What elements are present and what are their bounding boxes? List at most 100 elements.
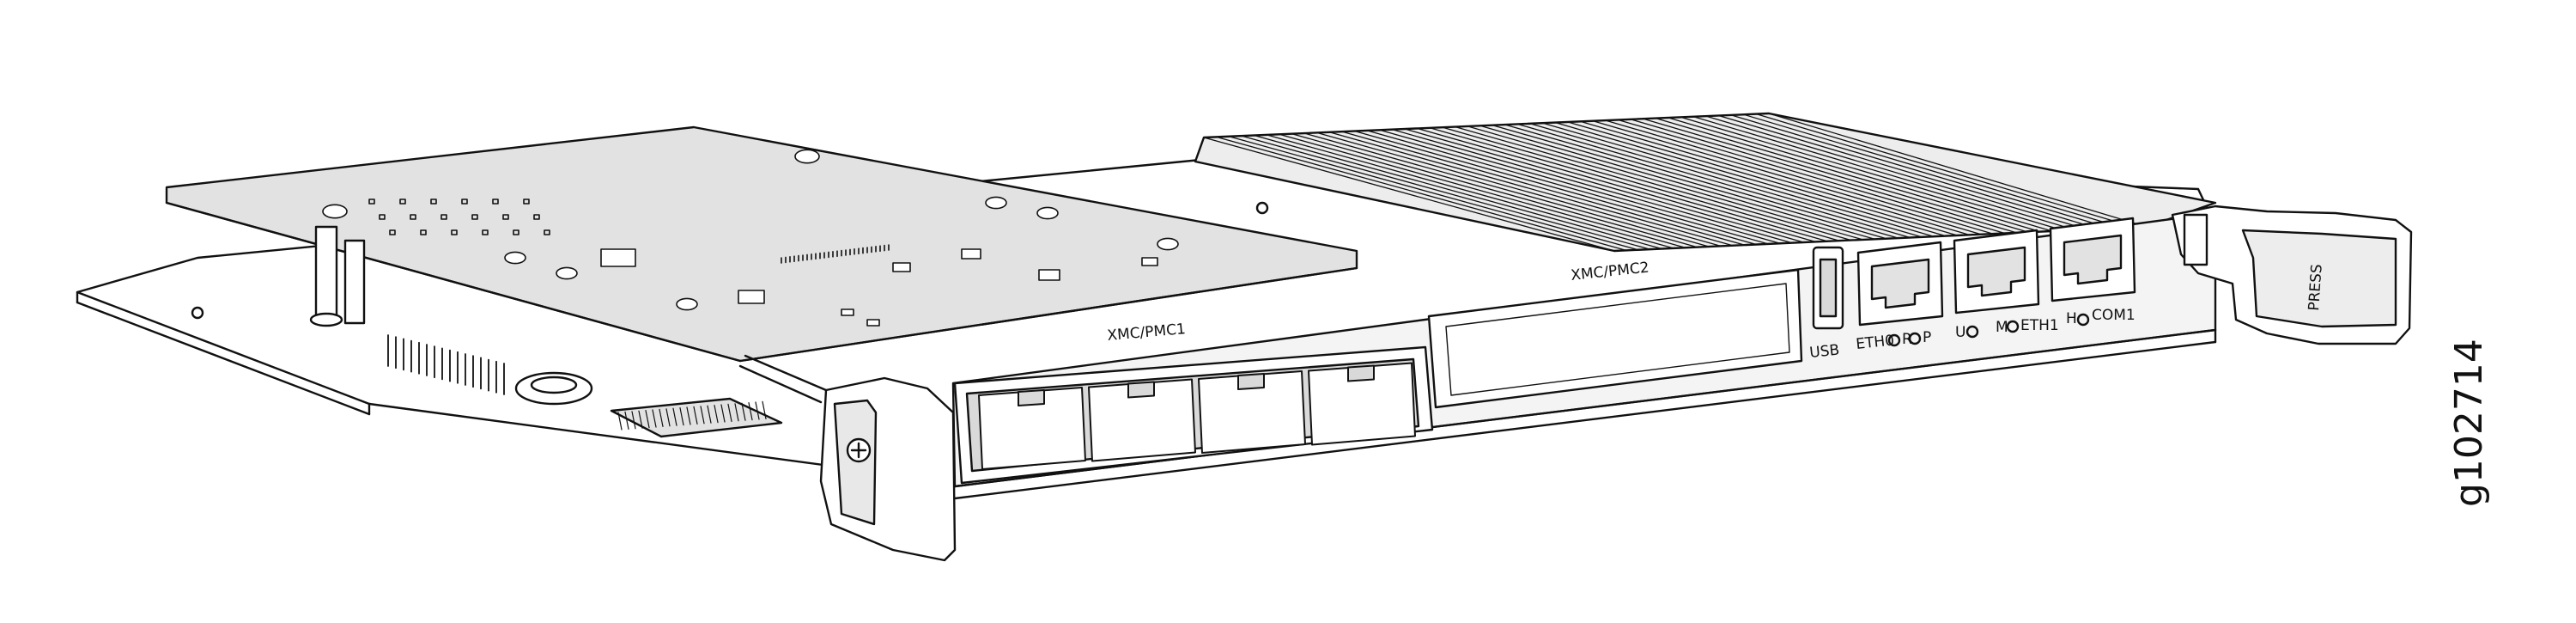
heatsink-fin bbox=[1303, 132, 1710, 247]
heatsink-fin bbox=[1730, 114, 2112, 229]
eth0-label: ETH0 bbox=[1855, 332, 1895, 353]
figure-id: g102714 bbox=[2447, 339, 2491, 507]
screw-head bbox=[322, 204, 348, 219]
screw-head bbox=[556, 266, 578, 280]
heatsink-fin bbox=[1680, 116, 2065, 232]
heatsink-fin bbox=[1529, 123, 1923, 238]
led-p bbox=[1908, 332, 1922, 345]
chip bbox=[600, 248, 636, 267]
screw-head bbox=[794, 149, 820, 164]
heatsink-fin bbox=[1567, 121, 1959, 236]
xmc2-filler bbox=[1427, 268, 1803, 409]
heatsink-fin bbox=[1315, 131, 1722, 247]
slot-tooth bbox=[617, 412, 623, 431]
chip bbox=[841, 308, 854, 316]
smd-part bbox=[492, 199, 499, 205]
slot-tooth bbox=[755, 401, 760, 420]
slot-tooth bbox=[734, 403, 739, 422]
led-r bbox=[1887, 333, 1901, 347]
slot-tooth bbox=[714, 405, 719, 424]
slot-tooth bbox=[720, 404, 726, 423]
smd-part bbox=[471, 214, 478, 220]
cage-port bbox=[1308, 362, 1416, 446]
heatsink-fin bbox=[1279, 133, 1686, 248]
cage-port bbox=[978, 387, 1086, 470]
heatsink-fin bbox=[1643, 118, 2029, 233]
heatsink-fin bbox=[1655, 117, 2041, 233]
smd-part bbox=[451, 229, 458, 235]
heatsink-fin bbox=[1328, 131, 1734, 247]
heatsink-fin bbox=[1429, 127, 1828, 242]
heatsink-fin bbox=[1353, 130, 1757, 246]
chip bbox=[961, 248, 981, 260]
slot-tooth bbox=[707, 405, 712, 424]
heatsink-fin bbox=[1743, 113, 2124, 229]
cage-latch bbox=[1347, 364, 1375, 382]
cage-latch bbox=[1127, 381, 1155, 399]
smd-part bbox=[533, 214, 540, 220]
heatsink-fin bbox=[1542, 122, 1935, 237]
slot-tooth bbox=[679, 407, 684, 426]
heatsink-fin bbox=[1692, 116, 2076, 231]
heatsink-fin bbox=[1454, 125, 1852, 241]
slot-tooth bbox=[631, 411, 636, 430]
slot-tooth bbox=[645, 410, 650, 429]
heatsink-fin bbox=[1467, 125, 1863, 241]
heatsink-fin bbox=[1228, 136, 1639, 251]
eth1-label: ETH1 bbox=[2020, 317, 2059, 334]
smd-part bbox=[523, 199, 530, 205]
heatsink-fin bbox=[1253, 134, 1662, 250]
slot-tooth bbox=[700, 406, 705, 424]
mezzanine-components bbox=[322, 149, 1179, 327]
standoff bbox=[314, 225, 338, 321]
smd-part bbox=[461, 199, 468, 205]
smd-part bbox=[482, 229, 489, 235]
heatsink-fin bbox=[1717, 114, 2100, 230]
screw-head bbox=[676, 297, 698, 311]
smd-part bbox=[389, 229, 396, 235]
header-pins bbox=[387, 334, 505, 395]
smd-part bbox=[513, 229, 519, 235]
smd-part bbox=[430, 199, 437, 205]
slot-tooth bbox=[748, 402, 753, 421]
smd-part bbox=[379, 214, 386, 220]
usb-label: USB bbox=[1808, 341, 1840, 362]
heatsink-fin bbox=[1404, 128, 1805, 243]
smd-part bbox=[410, 214, 416, 220]
heatsink-fin bbox=[1605, 119, 1994, 235]
heatsink-fin bbox=[1504, 124, 1899, 239]
xmc1-port-cages bbox=[978, 362, 1416, 470]
screw-head bbox=[1036, 206, 1059, 220]
cage-latch bbox=[1018, 389, 1045, 406]
screw-head bbox=[504, 251, 526, 265]
heatsink-fins bbox=[1203, 113, 2148, 252]
heatsink-fin bbox=[1755, 113, 2136, 229]
led-u bbox=[1965, 325, 1979, 339]
led-r-label: R bbox=[1902, 331, 1912, 348]
cage-port bbox=[1088, 378, 1196, 462]
heatsink-fin bbox=[1215, 136, 1627, 252]
heatsink-fin bbox=[1630, 119, 2018, 234]
heatsink-fin bbox=[1592, 120, 1982, 235]
chip bbox=[866, 319, 880, 327]
press-label: PRESS bbox=[2306, 264, 2326, 312]
slot-tooth bbox=[638, 410, 643, 429]
led-h-label: H bbox=[2066, 310, 2077, 327]
slot-tooth bbox=[727, 403, 732, 422]
heatsink-fin bbox=[1291, 132, 1698, 248]
smd-part bbox=[420, 229, 427, 235]
heatsink-fin bbox=[1479, 125, 1875, 240]
smd-part bbox=[368, 199, 375, 205]
chip bbox=[892, 262, 911, 272]
heatsink-fin bbox=[1391, 129, 1793, 244]
slot-tooth bbox=[672, 407, 677, 426]
chip bbox=[1141, 257, 1158, 266]
heatsink-fin bbox=[1705, 115, 2088, 230]
chip bbox=[1038, 269, 1060, 281]
smd-part bbox=[502, 214, 509, 220]
heatsink-fin bbox=[1580, 120, 1970, 235]
slot-tooth bbox=[762, 400, 767, 419]
heatsink-fin bbox=[1416, 127, 1816, 243]
smd-part bbox=[399, 199, 406, 205]
